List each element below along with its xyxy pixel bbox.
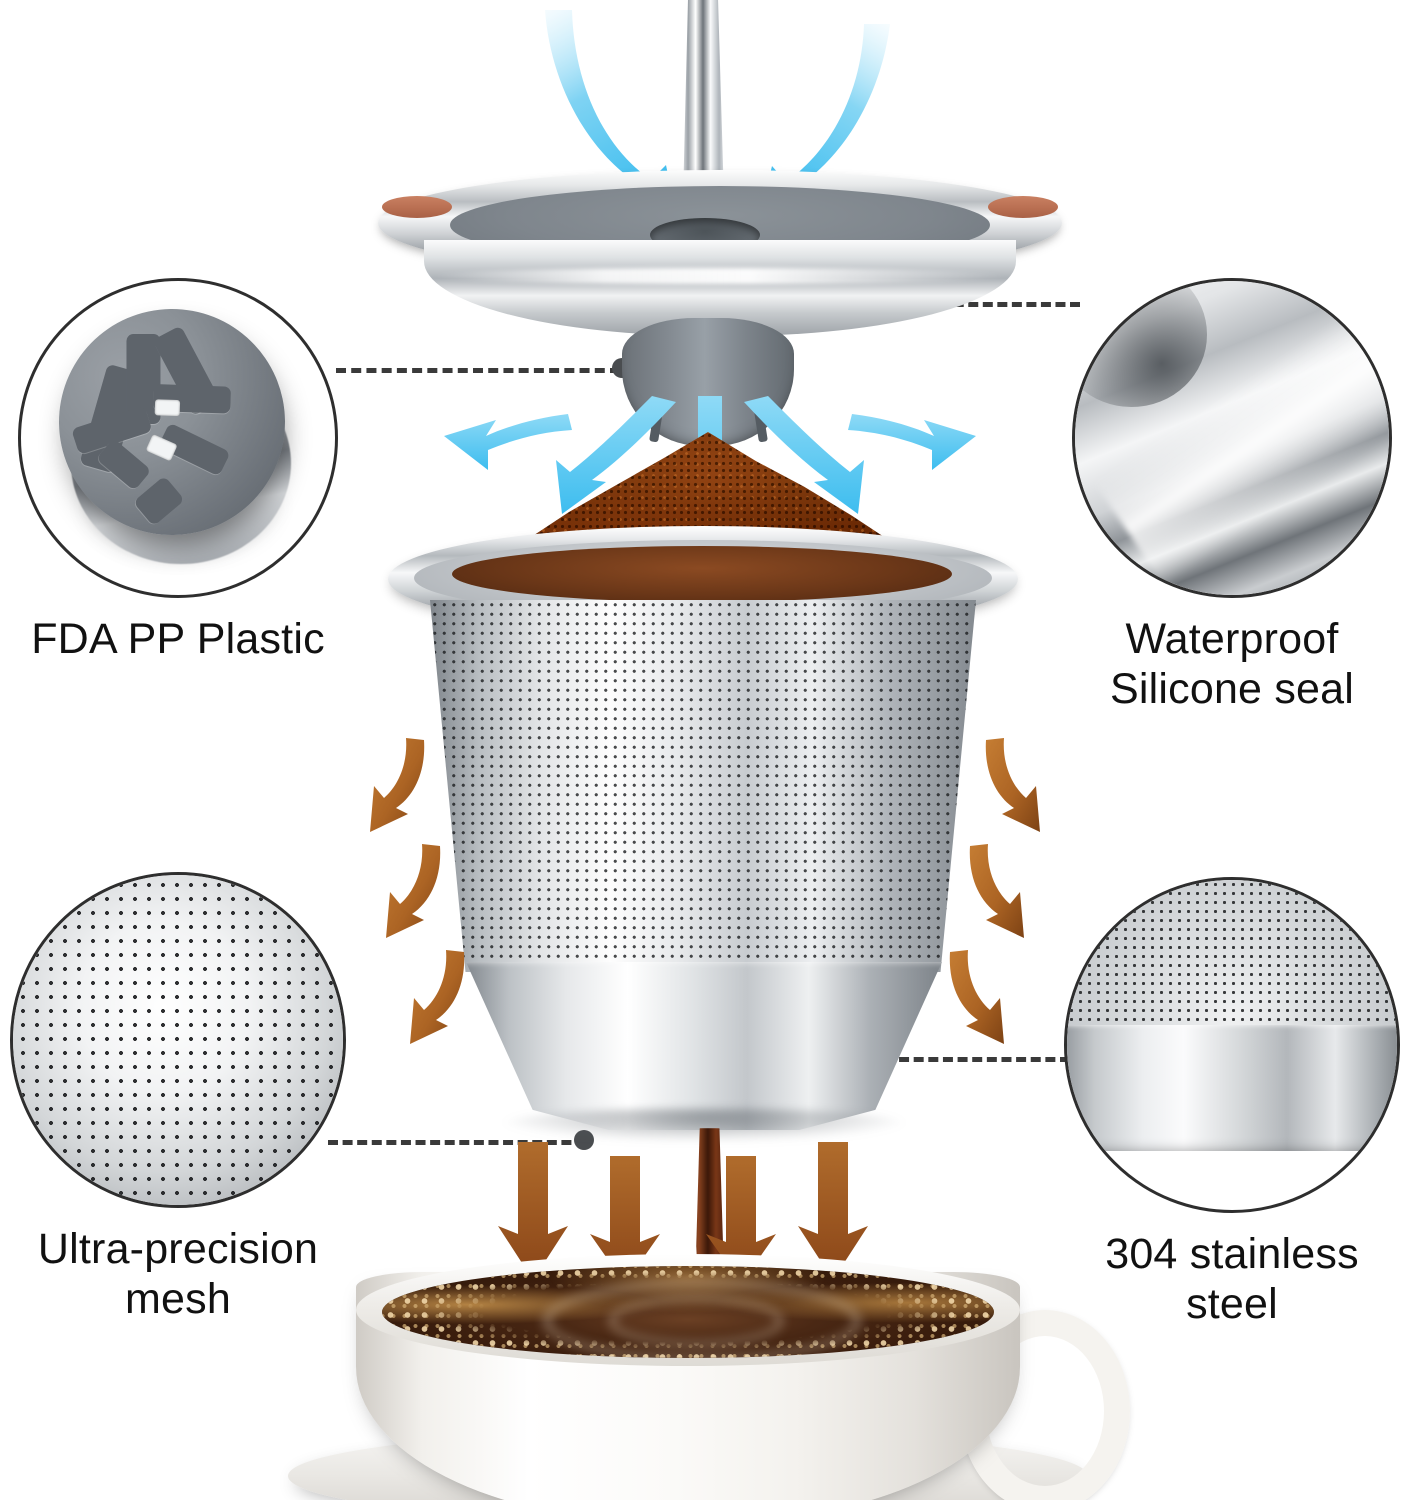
callout-304-stainless-steel[interactable]: 304 stainless steel [1064,877,1400,1328]
callout-disc-304-stainless-steel [1064,877,1400,1213]
callout-label-waterproof-silicone-seal-line2: Silicone seal [1109,665,1354,713]
coffee-swirl-inner [608,1294,784,1348]
callout-label-304-stainless-steel-line1: 304 stainless [1105,1230,1359,1278]
callout-waterproof-silicone-seal[interactable]: Waterproof Silicone seal [1072,278,1392,713]
callout-disc-fda-pp-plastic [18,278,338,598]
callout-label-ultra-precision-mesh-line2: mesh [125,1275,231,1323]
leader-line-304-stainless-steel [782,1057,1070,1062]
water-inflow-arrows [545,10,890,224]
callout-label-304-stainless-steel-line2: steel [1186,1280,1278,1328]
callout-label-ultra-precision-mesh-line1: Ultra-precision [37,1225,319,1273]
stainless-mesh-zone [1067,880,1397,1032]
extraction-arrows-left [370,738,465,1044]
callout-fda-pp-plastic[interactable]: FDA PP Plastic [18,278,338,663]
leader-line-ultra-precision-mesh [328,1140,586,1145]
coffee-surface [382,1266,994,1358]
silicone-seal-shadow [1075,281,1207,407]
coffee-swirl-outer [542,1278,862,1358]
stainless-polished-band [1067,1025,1397,1151]
mesh-perforations [13,875,343,1205]
filter-basket-polished-band [466,962,942,1130]
leader-line-silicone-seal [852,302,1080,307]
callout-label-fda-pp-plastic: FDA PP Plastic [31,615,325,663]
callout-disc-ultra-precision-mesh [10,872,346,1208]
filter-basket-perforations [430,600,976,972]
silicone-seal-tab-right [988,196,1058,218]
callout-label-waterproof-silicone-seal-line1: Waterproof [1125,615,1339,663]
extraction-arrows-right [949,738,1040,1044]
lid-skirt-shine [432,268,1008,284]
leader-line-fda-pp-plastic [336,368,620,373]
callout-ultra-precision-mesh[interactable]: Ultra-precision mesh [10,872,346,1323]
filter-basket-mesh-wall [430,600,976,972]
callout-disc-waterproof-silicone-seal [1072,278,1392,598]
stainless-mesh-perforations [1067,880,1397,1032]
pp-dome-slot-upper [154,399,181,417]
basket-rim-grounds-fill [452,546,952,602]
pour-into-cup-arrows [498,1142,868,1284]
silicone-seal-tab-left [382,196,452,218]
